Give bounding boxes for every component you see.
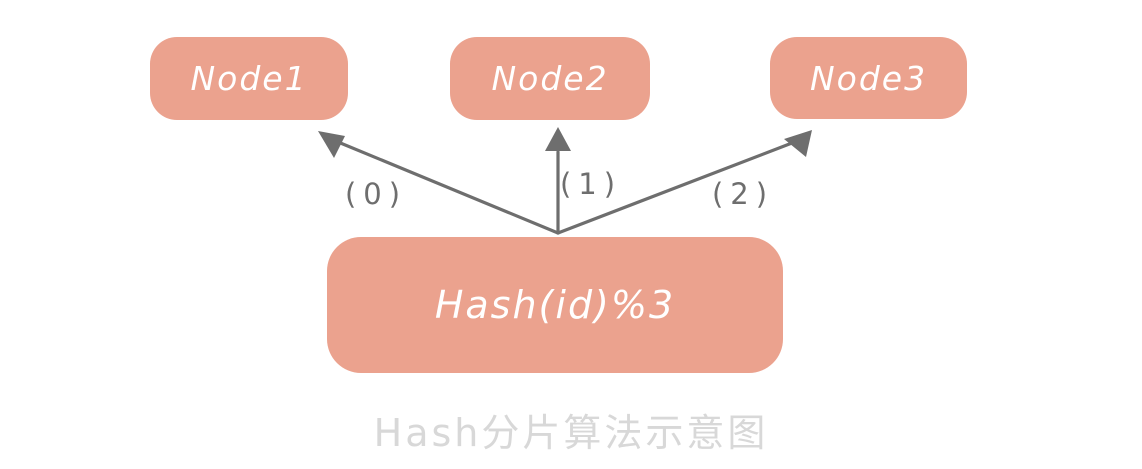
arrow-1-head-icon [545,127,571,151]
arrow-2-head-icon [784,130,812,157]
hash-box-label: Hash(id)%3 [434,283,676,327]
node-1-label: Node1 [190,59,308,98]
node-3-label: Node3 [809,58,928,98]
arrow-1-label: (1) [559,167,623,201]
diagram-caption: Hash分片算法示意图 [373,411,769,455]
arrow-0-label: (0) [344,177,408,211]
node-2-box: Node2 [450,37,650,120]
node-2-label: Node2 [491,59,609,98]
node-3-box: Node3 [770,37,967,119]
hash-box: Hash(id)%3 [327,237,783,373]
arrow-2-label: (2) [711,177,775,211]
arrow-0-head-icon [318,131,345,158]
node-1-box: Node1 [150,37,348,120]
